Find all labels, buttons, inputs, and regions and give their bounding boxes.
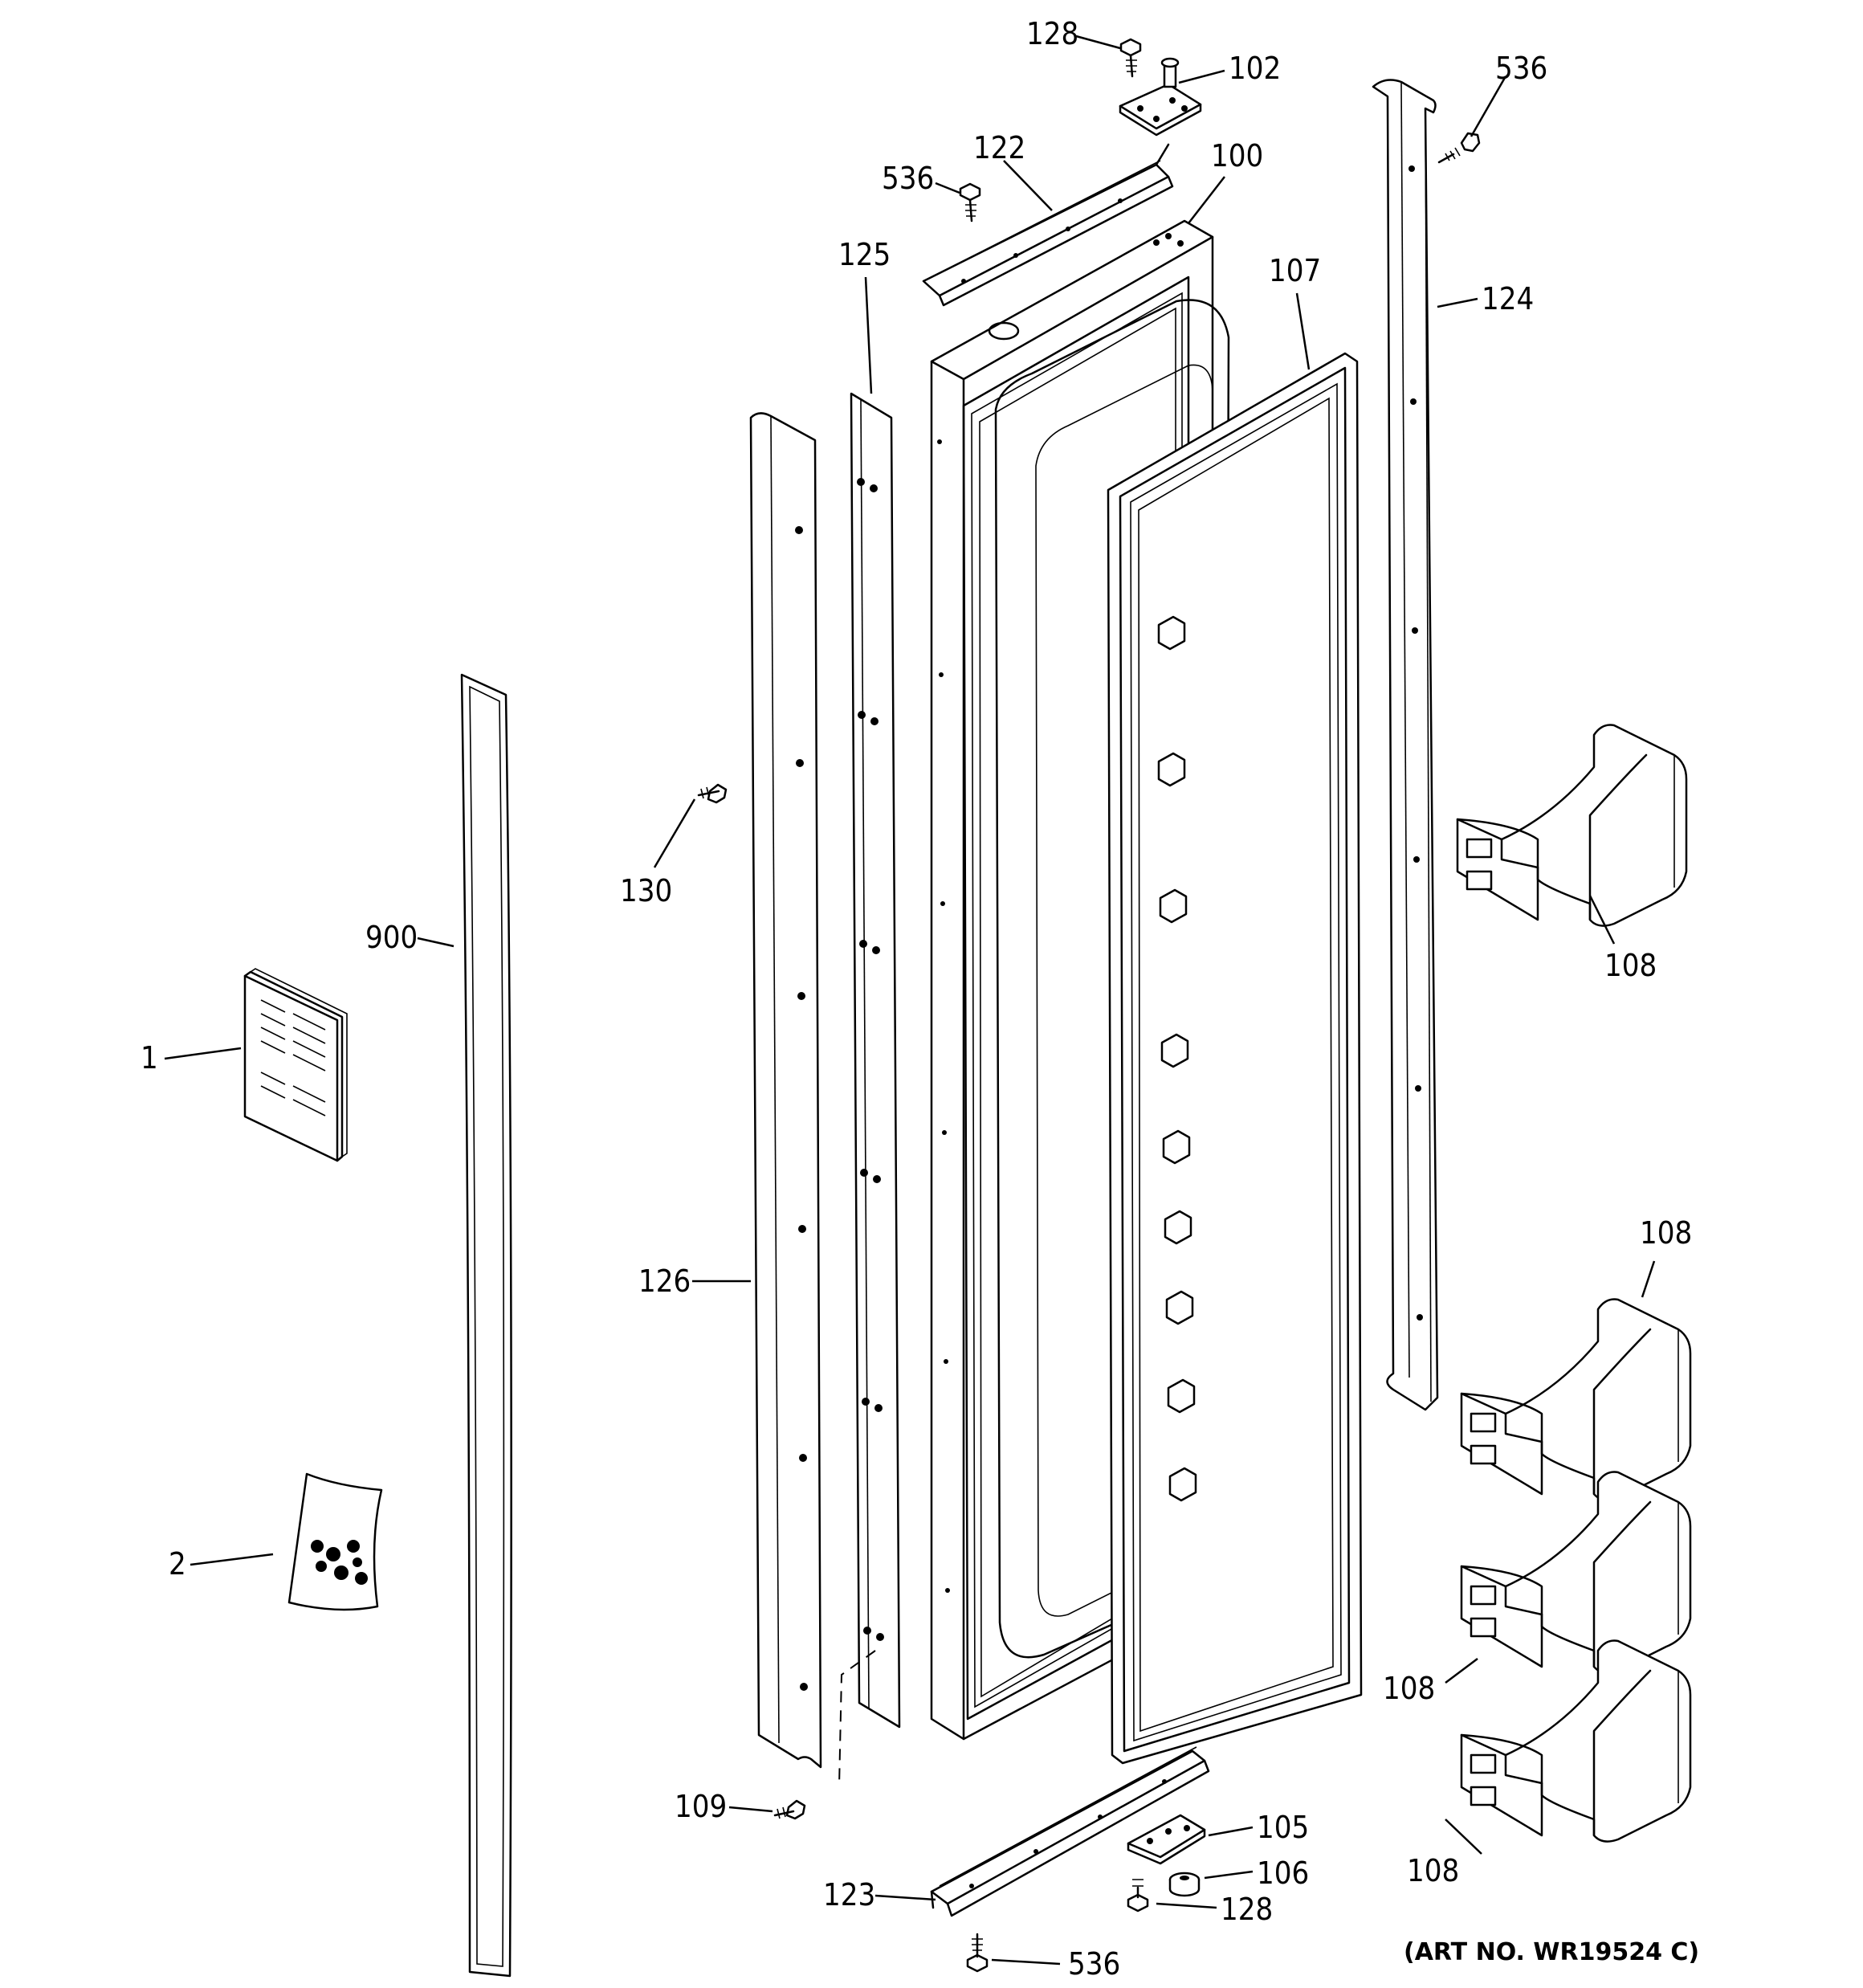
callout-124: 124 <box>1482 281 1534 316</box>
callout-102: 102 <box>1229 51 1281 86</box>
screw-128-top <box>1119 38 1142 78</box>
part-108-bin-a <box>1456 724 1688 927</box>
callout-108-a: 108 <box>1604 948 1657 983</box>
callout-100: 100 <box>1211 138 1263 173</box>
callout-122: 122 <box>973 130 1025 165</box>
screw-536-left <box>959 182 981 222</box>
callout-126: 126 <box>638 1263 691 1299</box>
part-105-bottom-hinge <box>1127 1814 1206 1865</box>
art-number: (ART NO. WR19524 C) <box>1404 1938 1699 1966</box>
callout-2: 2 <box>169 1546 186 1582</box>
callout-130: 130 <box>620 873 672 908</box>
part-108-bin-b <box>1460 1298 1692 1501</box>
callout-labels: 128 102 536 122 536 100 125 107 124 130 … <box>141 16 1699 1982</box>
callout-105: 105 <box>1257 1810 1309 1845</box>
part-122-top-channel <box>922 143 1174 307</box>
part-900-gasket <box>460 673 512 1978</box>
callout-107: 107 <box>1269 253 1321 288</box>
callout-108-d: 108 <box>1407 1853 1459 1888</box>
part-125-strip <box>838 392 901 1788</box>
callout-109: 109 <box>675 1789 727 1824</box>
part-107-inner-frame <box>1107 352 1363 1765</box>
part-124-trim-channel <box>1372 79 1439 1411</box>
screw-128-bottom <box>1127 1879 1149 1912</box>
callout-108-c: 108 <box>1383 1671 1435 1706</box>
part-102-top-hinge <box>1119 57 1202 137</box>
part-123-bottom-channel <box>930 1746 1210 1917</box>
screw-109 <box>773 1799 806 1820</box>
callout-128-bottom: 128 <box>1221 1892 1273 1927</box>
callout-125: 125 <box>838 237 891 272</box>
callout-106: 106 <box>1257 1855 1309 1891</box>
leader-lines <box>164 35 1656 1966</box>
callout-1: 1 <box>141 1040 158 1076</box>
callout-900: 900 <box>365 920 418 955</box>
part-106-bushing <box>1168 1872 1201 1897</box>
screw-536-right <box>1437 132 1481 164</box>
callout-536-bottom: 536 <box>1068 1946 1120 1982</box>
callout-123: 123 <box>823 1877 875 1912</box>
callout-128-top: 128 <box>1026 16 1078 51</box>
part-2-hardware-bag <box>287 1472 383 1611</box>
part-1-manual <box>243 968 348 1162</box>
part-126-trim <box>749 412 822 1769</box>
screw-130 <box>697 783 728 804</box>
callout-108-b: 108 <box>1640 1215 1692 1251</box>
part-108-bin-c <box>1460 1471 1692 1674</box>
screw-536-bottom <box>966 1933 989 1973</box>
callout-536-left: 536 <box>882 161 934 196</box>
callout-536-right: 536 <box>1495 51 1547 86</box>
part-108-bin-d <box>1460 1639 1692 1843</box>
